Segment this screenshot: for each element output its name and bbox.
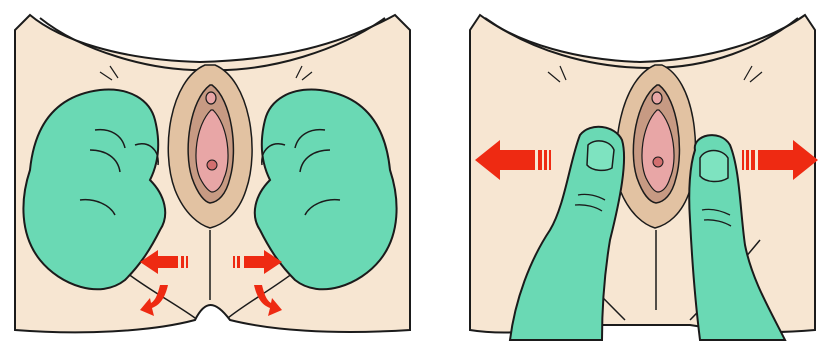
- clitoris-left: [206, 92, 216, 104]
- right-thumbnail: [700, 151, 728, 182]
- left-thumbnail: [587, 141, 614, 171]
- illustration-right-svg: [440, 0, 821, 351]
- illustration-left-svg: [0, 0, 420, 351]
- vaginal-opening-left: [207, 160, 217, 170]
- vaginal-opening-right: [653, 157, 663, 167]
- illustration-panel-right: [440, 0, 821, 351]
- clitoris-right: [652, 92, 662, 104]
- illustration-panel-left: [0, 0, 420, 351]
